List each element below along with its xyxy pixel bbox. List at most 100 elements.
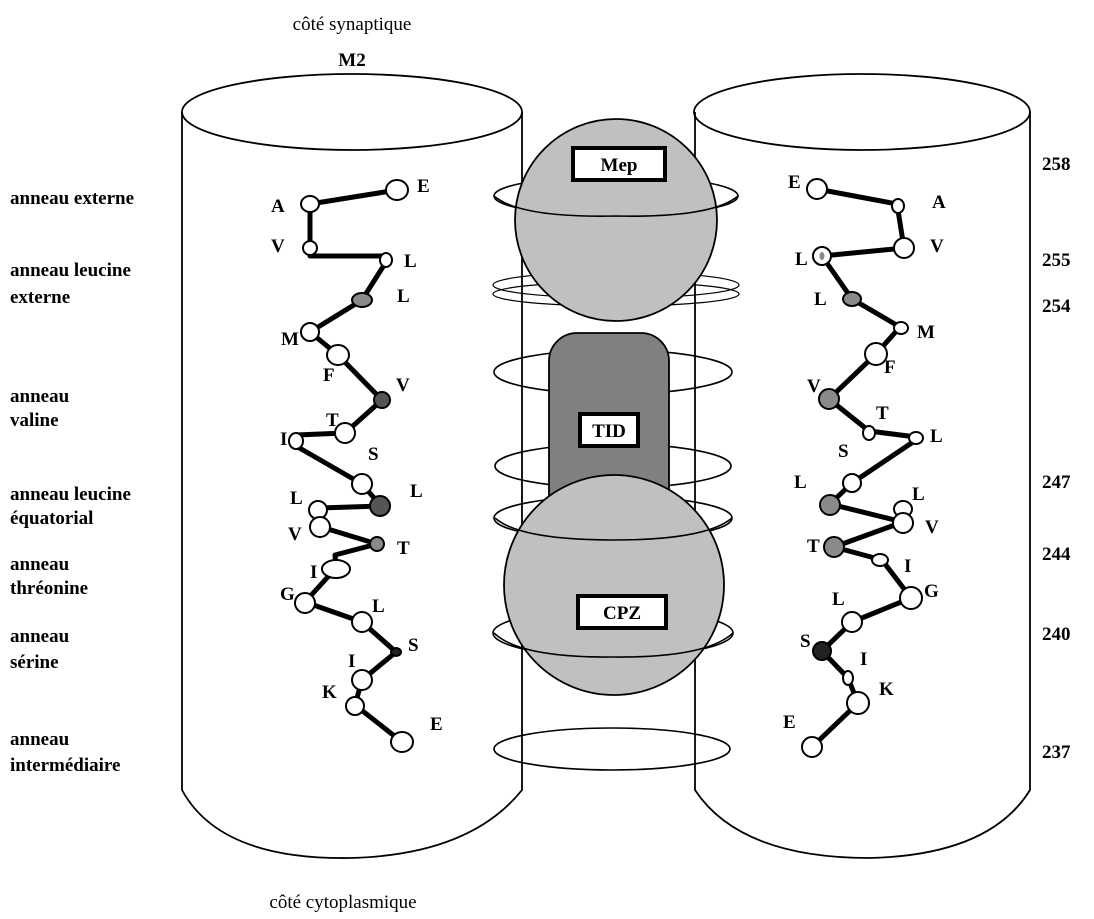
mep-label: Mep xyxy=(601,155,638,176)
residue-right-l241 xyxy=(841,611,863,633)
left-letter-l241: L xyxy=(372,596,385,617)
right-letter-g242: G xyxy=(924,581,939,602)
left-helix-cylinder xyxy=(181,73,523,859)
left-letter-k238: K xyxy=(322,682,337,703)
left-letter-t244: T xyxy=(397,538,410,559)
residue-right-m253 xyxy=(893,321,909,335)
ring-name-serine-2: sérine xyxy=(10,652,59,673)
right-residues xyxy=(801,178,924,758)
ring-name-valine-2: valine xyxy=(10,410,59,431)
residue-number-244: 244 xyxy=(1042,544,1071,565)
residue-right-i243 xyxy=(871,553,889,567)
residue-left-e237 xyxy=(390,731,414,753)
right-letter-l254: L xyxy=(814,289,827,310)
right-letter-l241: L xyxy=(832,589,845,610)
left-letter-e237: E xyxy=(430,714,443,735)
right-letter-e258: E xyxy=(788,172,801,193)
right-letter-v251: V xyxy=(807,376,821,397)
residue-left-a257 xyxy=(300,195,320,213)
left-letter-l246: L xyxy=(290,488,303,509)
left-letter-e258: E xyxy=(417,176,430,197)
residue-right-g242 xyxy=(899,586,923,610)
ring-name-threonine-1: anneau xyxy=(10,554,70,575)
ring-240-front xyxy=(493,632,734,658)
right-letter-e237: E xyxy=(783,712,796,733)
right-letter-l255: L xyxy=(795,249,808,270)
left-letter-a257: A xyxy=(271,196,285,217)
ring-name-leucine-outer-2: externe xyxy=(10,287,70,308)
residue-left-i249 xyxy=(288,432,304,450)
ring-244-front xyxy=(494,517,733,541)
right-letter-m253: M xyxy=(917,322,935,343)
residue-right-v251 xyxy=(818,388,840,410)
residue-left-m253 xyxy=(300,322,320,342)
residue-left-l247 xyxy=(369,495,391,517)
residue-number-237: 237 xyxy=(1042,742,1071,763)
residue-right-k238 xyxy=(846,691,870,715)
cpz-sphere xyxy=(503,474,725,696)
residue-left-i243 xyxy=(321,559,351,579)
residue-right-v256 xyxy=(893,237,915,259)
residue-right-t244 xyxy=(823,536,845,558)
cpz-label-box: CPZ xyxy=(576,594,668,630)
segment-label: M2 xyxy=(338,50,365,71)
mep-label-box: Mep xyxy=(571,146,667,182)
left-letter-f252: F xyxy=(323,365,335,386)
left-letter-i239: I xyxy=(348,651,355,672)
residue-left-l254 xyxy=(351,292,373,308)
residue-right-l247 xyxy=(819,494,841,516)
residue-left-s240 xyxy=(390,647,402,657)
tid-label: TID xyxy=(592,421,626,442)
left-residues xyxy=(288,179,414,753)
left-letter-s248: S xyxy=(368,444,379,465)
right-letter-i239: I xyxy=(860,649,867,670)
ring-237 xyxy=(493,727,731,771)
left-letter-v256: V xyxy=(271,236,285,257)
right-letter-t244: T xyxy=(807,536,820,557)
residue-left-e258 xyxy=(385,179,409,201)
ring-258-front xyxy=(493,195,739,217)
residue-right-a257 xyxy=(891,198,905,214)
right-letter-t250: T xyxy=(876,403,889,424)
left-letter-s240: S xyxy=(408,635,419,656)
right-letter-v245: V xyxy=(925,517,939,538)
right-residue-letters: E A L V L M F V T L S L L V T I G L S I … xyxy=(783,172,946,733)
residue-left-s248 xyxy=(351,473,373,495)
residue-left-l255 xyxy=(379,252,393,268)
residue-right-f252 xyxy=(864,342,888,366)
left-letter-t250: T xyxy=(326,410,339,431)
right-letter-f252: F xyxy=(884,357,896,378)
left-letter-v251: V xyxy=(396,375,410,396)
residue-numbers: 258 255 254 247 244 240 237 xyxy=(1042,154,1071,763)
residue-number-254: 254 xyxy=(1042,296,1071,317)
cytoplasmic-side-label: côté cytoplasmique xyxy=(269,892,416,913)
left-letter-i243: I xyxy=(310,562,317,583)
right-letter-k238: K xyxy=(879,679,894,700)
ring-name-outer: anneau externe xyxy=(10,188,134,209)
residue-right-t250 xyxy=(862,425,876,441)
left-letter-l254: L xyxy=(397,286,410,307)
residue-right-v245 xyxy=(892,512,914,534)
right-letter-v256: V xyxy=(930,236,944,257)
residue-left-v245 xyxy=(309,516,331,538)
right-letter-s248: S xyxy=(838,441,849,462)
residue-right-e258 xyxy=(806,178,828,200)
ring-name-valine-1: anneau xyxy=(10,386,70,407)
residue-left-v256 xyxy=(302,240,318,256)
synaptic-side-label: côté synaptique xyxy=(293,14,412,35)
residue-right-e237 xyxy=(801,736,823,758)
left-letter-g242: G xyxy=(280,584,295,605)
residue-left-i239 xyxy=(351,669,373,691)
ring-name-intermediate-1: anneau xyxy=(10,729,70,750)
residue-right-l254 xyxy=(842,291,862,307)
ring-name-leucine-eq-1: anneau leucine xyxy=(10,484,131,505)
right-letter-s240: S xyxy=(800,631,811,652)
residue-number-255: 255 xyxy=(1042,250,1071,271)
residue-right-l249 xyxy=(908,431,924,445)
right-helix-backbone xyxy=(810,186,919,749)
ring-name-threonine-2: thréonine xyxy=(10,578,88,599)
residue-left-t250 xyxy=(334,422,356,444)
left-letter-v245: V xyxy=(288,524,302,545)
tid-label-box: TID xyxy=(578,412,640,448)
